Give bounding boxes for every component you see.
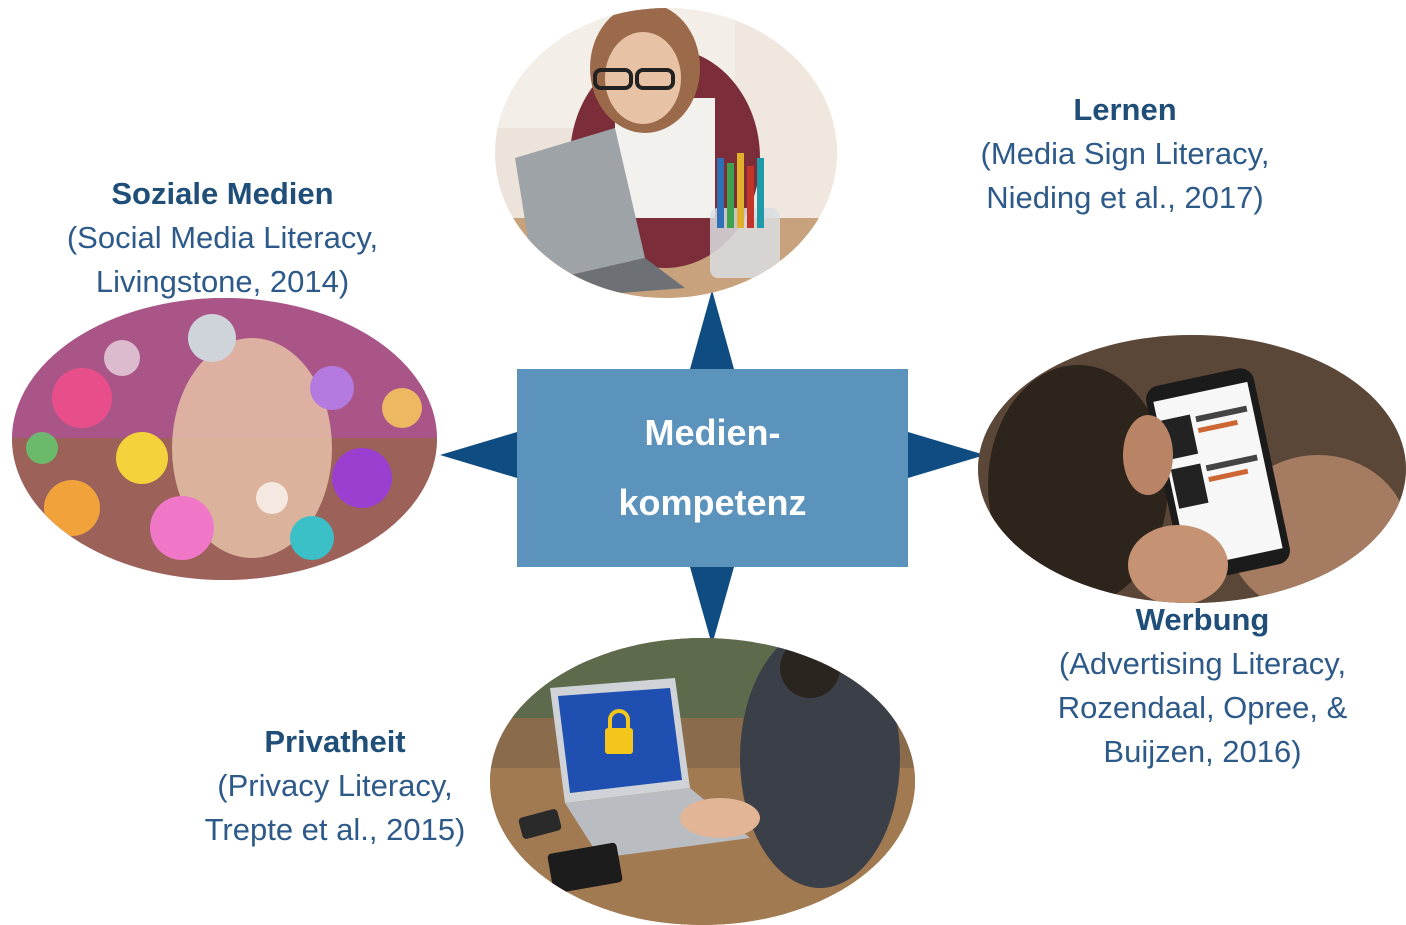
label-privacy-title: Privatheit (264, 724, 406, 759)
label-social: Soziale Medien (Social Media Literacy, L… (20, 172, 425, 304)
center-line2: kompetenz (618, 482, 807, 523)
label-learning-line1: (Media Sign Literacy, (980, 136, 1270, 171)
label-privacy-line1: (Privacy Literacy, (217, 768, 453, 803)
label-learning: Lernen (Media Sign Literacy, Nieding et … (935, 88, 1315, 220)
center-box: Medien- kompetenz (517, 369, 908, 567)
label-learning-line2: Nieding et al., 2017) (986, 180, 1264, 215)
social-media-face-photo (12, 298, 437, 580)
label-advertising-line2: Rozendaal, Opree, & (1057, 690, 1348, 725)
arrow-right (908, 432, 985, 478)
arrow-left (440, 432, 517, 478)
arrow-down (690, 567, 734, 645)
label-learning-title: Lernen (1073, 92, 1177, 127)
woman-at-laptop-photo (495, 8, 837, 298)
label-privacy-line2: Trepte et al., 2015) (204, 812, 466, 847)
eu-lock-laptop-photo (490, 638, 915, 925)
label-social-title: Soziale Medien (111, 176, 334, 211)
label-social-line1: (Social Media Literacy, (66, 220, 379, 255)
center-line1: Medien- (644, 412, 781, 453)
smartphone-shopping-photo (978, 335, 1406, 603)
label-advertising-line3: Buijzen, 2016) (1103, 734, 1302, 769)
label-social-line2: Livingstone, 2014) (95, 264, 350, 299)
label-advertising: Werbung (Advertising Literacy, Rozendaal… (1000, 598, 1405, 774)
label-advertising-line1: (Advertising Literacy, (1058, 646, 1347, 681)
label-privacy: Privatheit (Privacy Literacy, Trepte et … (170, 720, 500, 852)
label-advertising-title: Werbung (1135, 602, 1270, 637)
arrow-up (690, 290, 734, 369)
